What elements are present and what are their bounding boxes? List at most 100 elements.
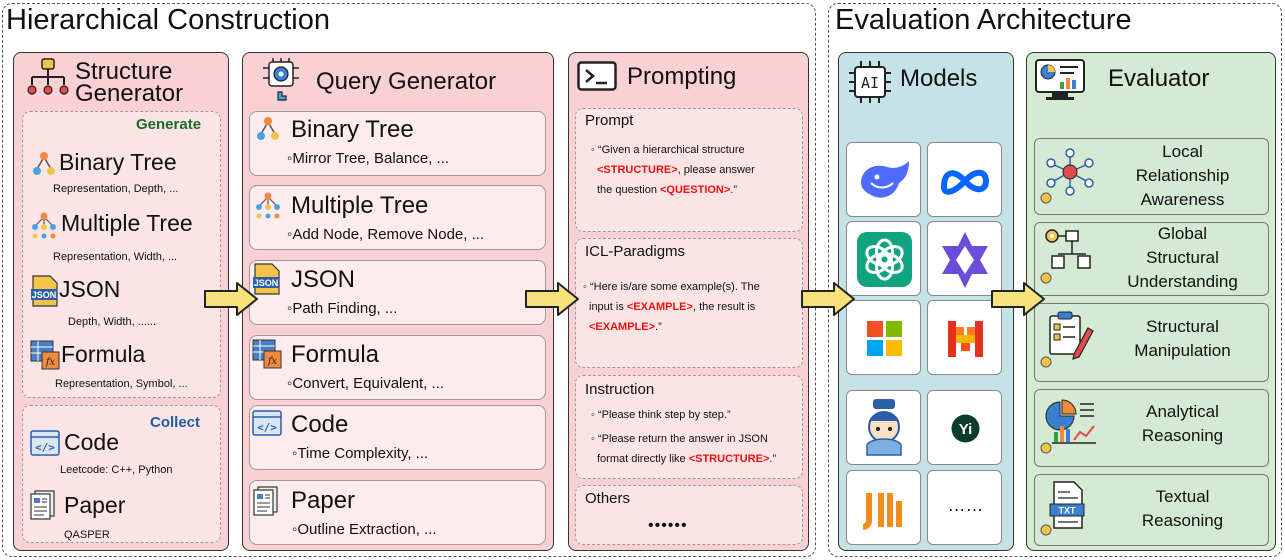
instruction-text: ◦ “Please think step by step.” ◦ “Please… xyxy=(591,409,777,465)
models-title: Models xyxy=(900,65,978,92)
qg-paper-label: Paper xyxy=(291,487,356,514)
qg-formula-icon: fx xyxy=(252,339,282,374)
others-box xyxy=(575,485,803,545)
instruction-box xyxy=(575,375,803,479)
more-models-ellipsis: …… xyxy=(947,495,984,515)
others-title: Others xyxy=(585,490,631,507)
icl-paradigms-title: ICL-Paradigms xyxy=(585,243,686,260)
qg-json-sub: ◦Path Finding, ... xyxy=(287,300,398,317)
qg-multiple-tree-label: Multiple Tree xyxy=(291,192,429,219)
sg-paper-sub: QASPER xyxy=(64,529,110,541)
qg-card-formula xyxy=(249,335,546,400)
flow-arrow-2 xyxy=(525,282,579,316)
sg-binary-tree-sub: Representation, Depth, ... xyxy=(53,183,179,195)
qg-paper-document-icon xyxy=(253,486,279,521)
qg-binary-tree-icon xyxy=(254,115,282,148)
eval-card-local-relationship xyxy=(1034,138,1269,215)
qg-multiple-tree-sub: ◦Add Node, Remove Node, ... xyxy=(287,226,485,243)
collect-group xyxy=(22,405,221,543)
qg-multiple-tree-icon xyxy=(254,191,282,224)
sg-paper-label: Paper xyxy=(64,492,126,518)
hierarchical-construction-section xyxy=(2,3,816,557)
terminal-icon xyxy=(577,61,617,96)
yi-logo-icon: Yi xyxy=(951,414,980,443)
orange-bars-logo-icon xyxy=(862,493,902,530)
structure-generator-title-1: Structure xyxy=(75,58,173,85)
model-tile-internlm xyxy=(846,390,921,465)
json-file-icon: JSON xyxy=(30,275,60,312)
icl-paradigms-box xyxy=(575,238,803,368)
structure-tree-icon xyxy=(26,57,70,106)
qg-card-paper xyxy=(249,480,546,545)
prompt-box xyxy=(575,108,803,232)
generate-group xyxy=(22,111,221,398)
qg-card-binary-tree xyxy=(249,111,546,176)
microsoft-logo-icon xyxy=(867,321,902,356)
sg-json-label: JSON xyxy=(59,276,121,302)
txt-icon-text: TXT xyxy=(1059,506,1077,516)
qg-card-code xyxy=(249,405,546,470)
qg-card-multiple-tree xyxy=(249,185,546,250)
eval-global-structural-label: Global Structural Understanding xyxy=(1127,224,1238,291)
prompting-title: Prompting xyxy=(627,63,737,90)
svg-text:</>: </> xyxy=(35,441,55,454)
query-generator-title: Query Generator xyxy=(316,68,497,95)
meta-infinity-icon xyxy=(941,169,989,195)
model-tile-mistral xyxy=(927,300,1002,375)
eval-card-analytical-reasoning xyxy=(1034,389,1269,467)
model-tile-microsoft xyxy=(846,300,921,375)
flow-arrow-4 xyxy=(991,282,1045,316)
eval-analytical-reasoning-label: Analytical Reasoning xyxy=(1141,402,1224,445)
qg-json-label: JSON xyxy=(291,266,356,293)
qg-code-window-icon: </> xyxy=(252,410,282,441)
collect-tag: Collect xyxy=(150,414,201,431)
sg-code-label: Code xyxy=(64,429,119,455)
model-tile-meta xyxy=(927,142,1002,217)
instruction-title: Instruction xyxy=(585,381,655,398)
eval-textual-reasoning-label: Textual Reasoning xyxy=(1141,487,1224,530)
qg-code-sub: ◦Time Complexity, ... xyxy=(292,445,429,462)
monitor-chart-icon xyxy=(1034,58,1086,107)
eval-structural-manipulation-label: Structural Manipulation xyxy=(1134,317,1231,360)
mistral-logo-icon xyxy=(948,321,983,357)
eval-local-relationship-label: Local Relationship Awareness xyxy=(1135,142,1230,209)
prompt-text: ◦ “Given a hierarchical structure <STRUC… xyxy=(591,144,755,196)
qg-formula-sub: ◦Convert, Equivalent, ... xyxy=(287,375,445,392)
model-tile-deepseek xyxy=(846,142,921,217)
ai-chip-icon: AI xyxy=(846,58,894,111)
model-tile-openai xyxy=(846,221,921,296)
multiple-tree-icon xyxy=(30,211,58,244)
hierarchy-gears-icon xyxy=(1040,226,1100,291)
openai-logo-icon xyxy=(857,232,912,287)
svg-text:fx: fx xyxy=(45,357,56,368)
network-nodes-icon xyxy=(1040,146,1100,211)
hierarchical-construction-title: Hierarchical Construction xyxy=(6,4,330,36)
formula-icon: fx xyxy=(30,340,60,375)
evaluator-column xyxy=(1026,52,1276,551)
qg-formula-label: Formula xyxy=(291,341,380,368)
qg-binary-tree-label: Binary Tree xyxy=(291,116,414,143)
qg-paper-sub: ◦Outline Extraction, ... xyxy=(292,521,437,538)
svg-text:Yi: Yi xyxy=(959,421,973,438)
sg-json-sub: Depth, Width, ...... xyxy=(68,316,157,328)
deepseek-whale-icon xyxy=(861,161,909,198)
internlm-mascot-icon xyxy=(866,399,902,456)
paper-document-icon xyxy=(30,490,56,525)
ai-icon-text: AI xyxy=(861,74,879,92)
prompt-title: Prompt xyxy=(585,112,634,129)
sg-code-sub: Leetcode: C++, Python xyxy=(60,464,173,476)
json-icon-text: JSON xyxy=(32,290,57,300)
sg-formula-sub: Representation, Symbol, ... xyxy=(55,378,188,390)
model-tile-qwen xyxy=(927,221,1002,296)
sg-multiple-tree-sub: Representation, Width, ... xyxy=(53,251,178,263)
generate-tag: Generate xyxy=(136,116,202,133)
qg-code-label: Code xyxy=(291,411,349,438)
sg-formula-label: Formula xyxy=(61,341,146,367)
model-tile-more: …… xyxy=(927,470,1002,545)
icl-paradigms-text: ◦ “Here is/are some example(s). The inpu… xyxy=(583,281,760,333)
analytics-chart-icon xyxy=(1040,396,1100,461)
qg-json-icon-text: JSON xyxy=(254,278,279,288)
code-window-icon: </> xyxy=(30,430,60,461)
sg-multiple-tree-label: Multiple Tree xyxy=(61,210,193,236)
svg-text:fx: fx xyxy=(267,356,278,367)
